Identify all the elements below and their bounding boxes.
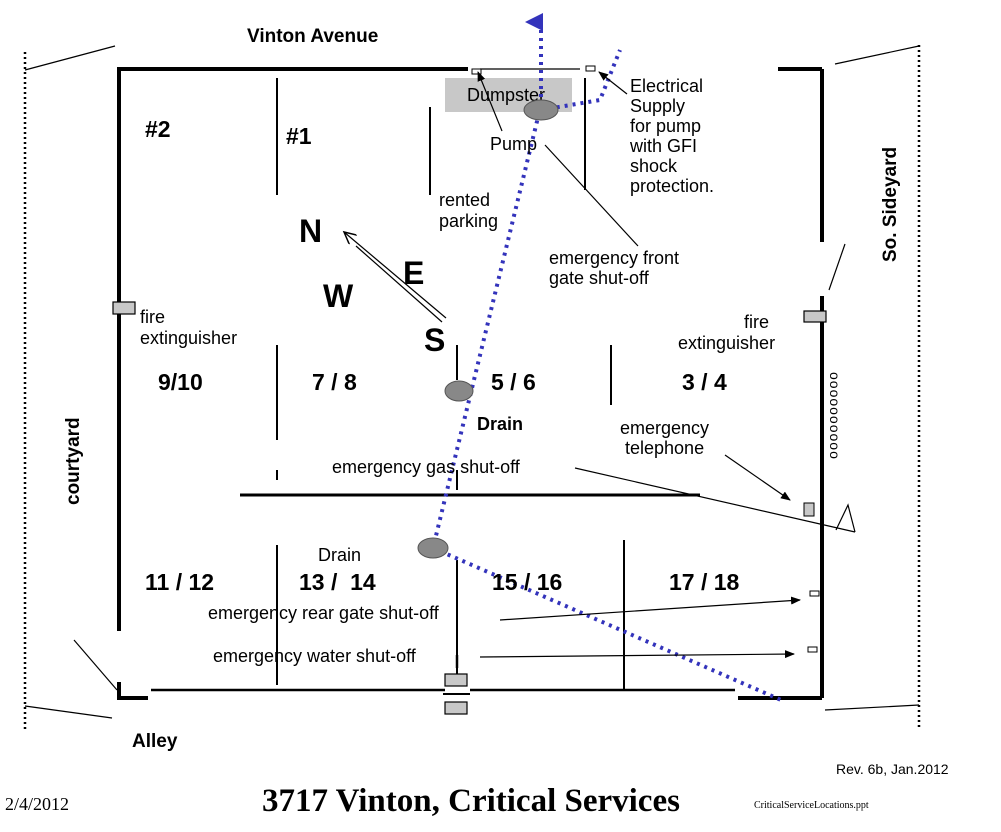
gas-shutoff-label: emergency gas shut-off: [332, 457, 521, 477]
water-shutoff-label: emergency water shut-off: [213, 646, 417, 666]
gate-lines: [73, 243, 846, 691]
compass-s: S: [424, 322, 445, 358]
compass-e: E: [403, 255, 424, 291]
compass-w: W: [323, 278, 354, 314]
pump-marker: [523, 99, 559, 121]
revision-text: Rev. 6b, Jan.2012: [836, 761, 949, 777]
dumpster-label: Dumpster: [467, 85, 545, 105]
front-gate-shutoff-label: emergency front gate shut-off: [549, 248, 684, 288]
property-boundary: [23, 45, 921, 730]
fence-marks: oooooooooo: [827, 372, 843, 460]
unit-5-6: 5 / 6: [491, 369, 536, 395]
drain-north-label: Drain: [477, 414, 523, 434]
unit-1: #1: [286, 123, 312, 149]
drain-marker-south: [417, 537, 449, 559]
unit-7-8: 7 / 8: [312, 369, 357, 395]
fixtures: [112, 65, 827, 715]
callout-arrows: [477, 71, 856, 659]
electrical-supply-label: Electrical Supply for pump with GFI shoc…: [629, 76, 714, 196]
unit-3-4: 3 / 4: [682, 369, 727, 395]
interior-walls: [240, 78, 700, 690]
page-title: 3717 Vinton, Critical Services: [262, 783, 680, 819]
east-area-label: So. Sideyard: [880, 147, 901, 262]
rented-parking-label: rented parking: [439, 190, 498, 231]
unit-17-18: 17 / 18: [669, 569, 740, 595]
drain-marker-north: [444, 380, 474, 402]
unit-13-14: 13 / 14: [299, 569, 376, 595]
north-street-label: Vinton Avenue: [247, 26, 378, 47]
fire-extinguisher-west-label: fire extinguisher: [140, 307, 237, 348]
file-name: CriticalServiceLocations.ppt: [754, 800, 869, 811]
compass-rose: N E W S: [299, 213, 447, 358]
pump-label: Pump: [490, 134, 537, 154]
unit-labels: #2 #1 9/10 7 / 8 5 / 6 3 / 4 11 / 12 13 …: [145, 116, 740, 595]
west-area-label: courtyard: [63, 417, 84, 505]
unit-9-10: 9/10: [158, 369, 203, 395]
unit-2: #2: [145, 116, 171, 142]
drains: [417, 99, 559, 559]
unit-11-12: 11 / 12: [145, 569, 214, 595]
rear-gate-shutoff-label: emergency rear gate shut-off: [208, 603, 440, 623]
date-text: 2/4/2012: [5, 794, 69, 814]
unit-15-16: 15 / 16: [492, 569, 562, 595]
utility-line: [431, 13, 782, 702]
fire-extinguisher-east-label: fire extinguisher: [678, 312, 775, 353]
drain-south-label: Drain: [318, 545, 361, 565]
compass-n: N: [299, 213, 322, 249]
south-street-label: Alley: [132, 731, 178, 752]
emergency-telephone-label: emergency telephone: [620, 418, 714, 458]
